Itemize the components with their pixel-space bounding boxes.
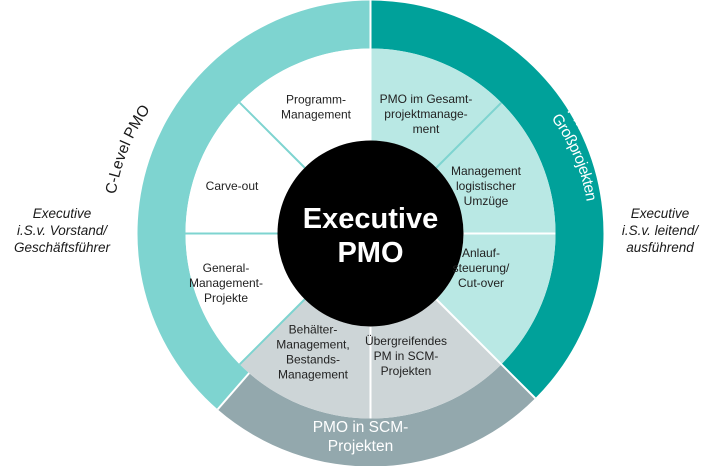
segment-label-line: Anlauf- [462,246,500,260]
segment-label-line: projektmanage- [384,107,467,121]
segment-management-umzuege [436,102,556,234]
segment-label-programm-management: Programm-Management [281,93,352,122]
sce-pmo-ring [370,0,604,399]
divider-line [238,101,306,169]
segment-label-general-management: General-Management-Projekte [189,261,263,305]
segment-general-management [185,233,305,365]
segment-label-pmo-gesamtprojekt: PMO im Gesamt-projektmanage-ment [380,92,473,136]
segment-label-line: PM in SCM- [374,349,439,363]
segment-carve-out [185,102,305,234]
executive-pmo-center [277,140,464,327]
divider-lines [185,0,556,419]
segment-label-line: Carve-out [206,179,259,193]
segment-group [185,48,556,419]
segment-label-line: Management [451,164,522,178]
scm-pmo-ring [217,364,536,466]
right-side-label: Executive i.S.v. leitend/ ausführend [590,205,721,256]
segment-anlaufsteuerung [436,233,556,365]
left-side-label-line: Geschäftsführer [13,240,111,255]
left-side-label-line: Executive [32,206,92,221]
right-side-label-line: Executive [630,206,690,221]
segment-label-behaelter-management: Behälter-Management,Bestands-Management [276,323,349,382]
divider-line [238,298,306,366]
segment-label-line: ment [413,122,440,136]
scm-pmo-label-line1: PMO in SCM- [313,419,409,436]
segment-label-line: Management [278,368,349,382]
segment-label-line: General- [203,261,250,275]
center-title-line2: PMO [337,237,403,269]
segment-label-line: Projekten [381,364,432,378]
segment-uebergreifendes-pm [370,299,502,419]
segment-label-line: steuerung/ [453,261,510,275]
segment-label-line: logistischer [456,179,516,193]
segment-label-line: Behälter- [289,323,338,337]
right-side-label-line: i.S.v. leitend/ [621,223,699,238]
segment-label-carve-out: Carve-out [206,179,259,193]
right-side-label-line: ausführend [626,240,694,255]
segment-label-line: Management, [276,338,349,352]
center-title-line1: Executive [303,203,438,235]
left-side-label-line: i.S.v. Vorstand/ [16,223,108,238]
segment-behaelter-management [239,299,371,419]
segment-label-line: Cut-over [458,276,504,290]
left-side-label: Executive i.S.v. Vorstand/ Geschäftsführ… [0,205,132,256]
divider-line [216,372,250,411]
scm-pmo-label-line2: Projekten [328,438,393,455]
segment-programm-management [239,48,371,168]
segment-label-line: Umzüge [464,194,509,208]
segment-label-line: PMO im Gesamt- [380,92,473,106]
divider-line [435,298,536,399]
segment-label-anlaufsteuerung: Anlauf-steuerung/Cut-over [453,246,510,290]
segment-label-line: Übergreifendes [365,334,447,348]
c-level-pmo-ring [137,0,371,410]
segment-pmo-gesamtprojekt [370,48,502,168]
segment-label-line: Management [281,108,352,122]
segment-label-line: Bestands- [286,353,340,367]
divider-line [435,101,503,169]
segment-label-line: Management- [189,276,263,290]
segment-label-line: Projekte [204,291,248,305]
segment-label-line: Programm- [286,93,346,107]
